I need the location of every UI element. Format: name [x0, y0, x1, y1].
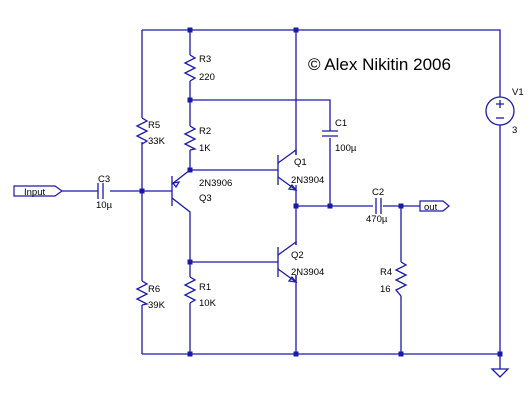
r4-value: 16	[380, 284, 391, 295]
r5-value: 33K	[148, 136, 166, 147]
resistor-r2	[183, 125, 197, 151]
input-port: Input	[13, 185, 64, 198]
capacitor-c2	[375, 198, 382, 214]
r3-value: 220	[199, 72, 215, 83]
r1-ref: R1	[199, 282, 211, 293]
v1-value: 3	[512, 125, 517, 136]
c2-ref: C2	[372, 187, 384, 198]
resistor-r3	[183, 54, 197, 82]
wires	[62, 29, 501, 369]
resistor-r4	[394, 261, 408, 297]
q1-value: 2N3904	[291, 175, 324, 186]
voltage-source-v1	[485, 96, 515, 126]
resistor-r5	[135, 117, 149, 145]
output-port: out	[419, 200, 450, 213]
c2-value: 470µ	[366, 214, 388, 225]
r6-ref: R6	[148, 284, 160, 295]
input-port-label: Input	[24, 187, 45, 198]
q3-value: 2N3906	[199, 178, 232, 189]
q2-ref: Q2	[291, 250, 304, 261]
transistor-q1	[277, 148, 298, 191]
r2-value: 1K	[199, 143, 211, 154]
r6-value: 39K	[148, 300, 166, 311]
transistor-q3	[171, 169, 191, 230]
r2-ref: R2	[199, 126, 211, 137]
transistor-q2	[277, 240, 298, 284]
ground-icon	[490, 368, 510, 378]
r3-ref: R3	[199, 54, 211, 65]
c3-value: 10µ	[96, 200, 113, 211]
resistor-r1	[183, 276, 197, 304]
resistor-r6	[135, 280, 149, 306]
r1-value: 10K	[199, 298, 217, 309]
c1-value: 100µ	[335, 143, 357, 154]
c3-ref: C3	[98, 174, 110, 185]
v1-ref: V1	[512, 87, 524, 98]
q2-value: 2N3904	[291, 267, 324, 278]
copyright-text: © Alex Nikitin 2006	[308, 55, 451, 74]
capacitor-c3	[97, 183, 104, 199]
q3-ref: Q3	[199, 193, 212, 204]
r4-ref: R4	[380, 267, 392, 278]
q1-ref: Q1	[294, 157, 307, 168]
c1-ref: C1	[335, 118, 347, 129]
r5-ref: R5	[148, 120, 160, 131]
capacitor-c1	[322, 130, 338, 137]
output-port-label: out	[424, 202, 438, 213]
